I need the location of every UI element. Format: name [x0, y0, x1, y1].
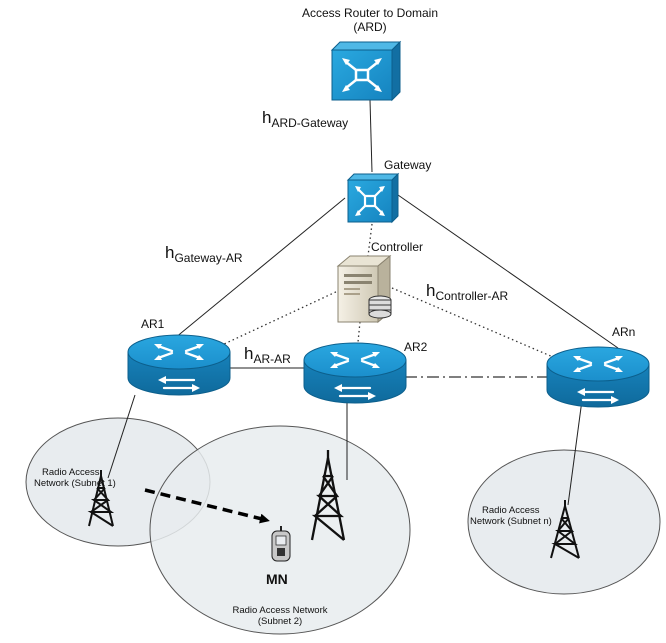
- gateway-label: Gateway: [384, 158, 432, 172]
- ran2-line1: Radio Access Network: [232, 605, 328, 616]
- label-gateway-ar-sub: Gateway-AR: [174, 251, 243, 265]
- ran1-label: Radio Access Network (Subnet 1): [34, 467, 116, 489]
- solid-links: [107, 99, 619, 506]
- link-gateway-arn: [397, 194, 619, 349]
- label-gateway-ar: hGateway-AR: [165, 243, 243, 265]
- control-links: [221, 223, 561, 361]
- link-gateway-ar1: [174, 197, 346, 339]
- controller-server-icon: [336, 254, 392, 324]
- mobile-phone-icon: [271, 526, 291, 562]
- link-controller-ar2: [357, 321, 361, 343]
- arn-router-icon: [546, 346, 650, 408]
- tower-2-icon: [310, 450, 346, 541]
- label-ar-ar-sub: AR-AR: [253, 352, 291, 366]
- ran1-line1: Radio Access: [42, 467, 100, 478]
- label-controller-ar: hController-AR: [426, 281, 508, 303]
- ard-title-line2: (ARD): [353, 20, 387, 34]
- label-controller-ar-h: h: [426, 281, 436, 300]
- label-gateway-ar-h: h: [165, 243, 175, 262]
- label-controller-ar-sub: Controller-AR: [435, 289, 509, 303]
- link-ard-gateway: [369, 99, 373, 173]
- label-ar-ar-h: h: [244, 344, 254, 363]
- ard-title-line1: Access Router to Domain: [301, 6, 439, 20]
- mn-label: MN: [266, 571, 288, 587]
- controller-label: Controller: [371, 240, 424, 254]
- ar1-label: AR1: [141, 317, 165, 331]
- ar2-label: AR2: [404, 340, 428, 354]
- label-ard-gateway: hARD-Gateway: [262, 108, 348, 130]
- link-arn-towern: [567, 399, 583, 506]
- ran3-line2: Network (Subnet n): [470, 516, 552, 527]
- ard-switch-icon: [330, 40, 402, 102]
- link-ar1-tower1: [107, 394, 136, 479]
- ran3-line1: Radio Access: [482, 505, 540, 516]
- link-controller-ar1: [221, 289, 341, 346]
- ran1-line2: Network (Subnet 1): [34, 478, 116, 489]
- ar1-router-icon: [127, 334, 231, 396]
- ar2-router-icon: [303, 342, 407, 404]
- gateway-switch-icon: [346, 172, 400, 224]
- label-ar-ar: hAR-AR: [244, 344, 291, 366]
- tower-n-icon: [550, 500, 580, 559]
- ran3-label: Radio Access Network (Subnet n): [470, 505, 552, 527]
- ran2-line2: (Subnet 2): [257, 616, 303, 627]
- ran2-label: Radio Access Network (Subnet 2): [190, 605, 370, 627]
- tower-1-icon: [87, 470, 115, 527]
- arn-label: ARn: [612, 325, 636, 339]
- label-ard-gateway-sub: ARD-Gateway: [271, 116, 349, 130]
- link-controller-arn: [391, 287, 561, 361]
- ard-title: Access Router to Domain (ARD): [280, 6, 460, 34]
- link-gateway-controller: [367, 223, 373, 257]
- handover-arrow: [144, 488, 270, 524]
- label-ard-gateway-h: h: [262, 108, 272, 127]
